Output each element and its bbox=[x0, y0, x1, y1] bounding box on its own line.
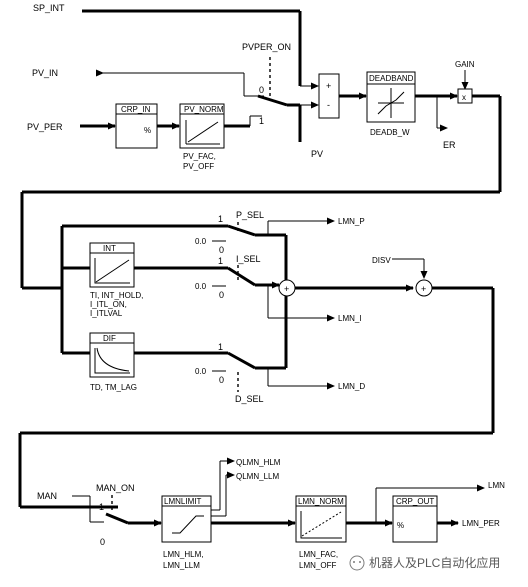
i-zero-point: 0.0 bbox=[195, 282, 207, 291]
disv-signal bbox=[392, 258, 428, 279]
pvper-switch-0-label: 0 bbox=[259, 85, 264, 95]
sp-int-signal bbox=[82, 9, 319, 90]
man-label: MAN bbox=[37, 491, 57, 501]
pv-fac-label: PV_FAC, bbox=[183, 152, 216, 161]
d-branch-wire bbox=[267, 368, 335, 390]
qlmn-hlm-label: QLMN_HLM bbox=[236, 458, 281, 467]
sum1-minus: - bbox=[327, 100, 330, 110]
crp-in-percent: % bbox=[144, 126, 151, 135]
wechat-icon bbox=[349, 555, 365, 571]
i-switch-1: 1 bbox=[218, 256, 223, 266]
lmn-llm-label: LMN_LLM bbox=[163, 561, 200, 570]
i-branch-wire bbox=[267, 285, 335, 322]
gain-multiplier: x bbox=[457, 88, 473, 104]
p-path bbox=[62, 224, 256, 237]
i-switch-0: 0 bbox=[219, 290, 224, 300]
pv-norm-out-signal bbox=[224, 115, 262, 128]
p-switch-1: 1 bbox=[218, 214, 223, 224]
section1-to-section2-wire bbox=[20, 94, 502, 290]
pv-in-signal bbox=[96, 69, 264, 97]
p-zero-point: 0.0 bbox=[195, 237, 207, 246]
er-signal bbox=[436, 96, 448, 132]
crp-out-percent: % bbox=[397, 521, 404, 530]
gain-x: x bbox=[462, 93, 466, 102]
p-sel-label: P_SEL bbox=[236, 210, 264, 220]
pv-norm-ramp-icon bbox=[187, 121, 219, 143]
pv-off-label: PV_OFF bbox=[183, 162, 214, 171]
crp-out-title: CRP_OUT bbox=[396, 497, 434, 506]
pvper-switch-1-label: 1 bbox=[259, 116, 264, 126]
p-switch-0: 0 bbox=[219, 245, 224, 255]
limit-curve-icon bbox=[172, 515, 204, 534]
lmn-norm-block: LMN_NORM bbox=[295, 495, 347, 543]
watermark: 机器人及PLC自动化应用 bbox=[349, 555, 500, 571]
int-title: INT bbox=[103, 244, 116, 253]
sum3-plus: + bbox=[421, 284, 426, 294]
section2-to-section3-wire bbox=[18, 286, 495, 509]
summing-junction-2: + bbox=[278, 279, 296, 297]
lmn-p-label: LMN_P bbox=[338, 217, 365, 226]
disv-label: DISV bbox=[372, 256, 391, 265]
lmn-norm-title: LMN_NORM bbox=[298, 497, 344, 506]
lmn-off-label: LMN_OFF bbox=[299, 561, 336, 570]
summing-junction-1: + - bbox=[318, 73, 340, 119]
d-sel-label: D_SEL bbox=[235, 394, 264, 404]
man-signal bbox=[72, 495, 104, 523]
pv-norm-block: PV_NORM bbox=[179, 103, 225, 149]
crp-in-block: CRP_IN % bbox=[115, 103, 158, 149]
pv-label: PV bbox=[311, 149, 323, 159]
pvper-on-label: PVPER_ON bbox=[242, 42, 291, 52]
sp-int-label: SP_INT bbox=[33, 3, 65, 13]
lmn-per-label: LMN_PER bbox=[462, 519, 500, 528]
er-label: ER bbox=[443, 140, 456, 150]
lmnlimit-title: LMNLIMIT bbox=[164, 497, 201, 506]
sum1-plus: + bbox=[326, 81, 331, 91]
dif-out-wire bbox=[134, 296, 288, 370]
lmn-out-wire bbox=[346, 484, 485, 527]
deadband-curve-icon bbox=[377, 91, 405, 115]
p-out-wire bbox=[255, 217, 335, 280]
d-switch-1: 1 bbox=[218, 342, 223, 352]
dif-title: DIF bbox=[103, 334, 116, 343]
man-switch bbox=[96, 505, 162, 527]
crp-in-title: CRP_IN bbox=[121, 105, 151, 114]
dif-decay-icon bbox=[96, 347, 130, 372]
lmn-hlm-label: LMN_HLM, bbox=[163, 550, 203, 559]
lmn-d-label: LMN_D bbox=[338, 382, 365, 391]
lmn-fac-label: LMN_FAC, bbox=[299, 550, 338, 559]
gain-label: GAIN bbox=[455, 60, 475, 69]
int-block: INT bbox=[89, 242, 135, 288]
qlmn-wires bbox=[211, 457, 235, 517]
int-params-3: I_ITLVAL bbox=[90, 309, 123, 318]
qlmn-llm-label: QLMN_LLM bbox=[236, 472, 279, 481]
man-switch-0: 0 bbox=[100, 537, 105, 547]
i-sel-label: I_SEL bbox=[236, 254, 261, 264]
deadb-w-label: DEADB_W bbox=[370, 128, 410, 137]
lmn-i-label: LMN_I bbox=[338, 314, 362, 323]
deadband-title: DEADBAND bbox=[369, 74, 414, 83]
d-zero-point: 0.0 bbox=[195, 367, 207, 376]
lmn-label: LMN bbox=[488, 481, 505, 490]
int-params-2: I_ITL_ON, bbox=[90, 300, 127, 309]
crp-out-block: CRP_OUT % bbox=[392, 495, 438, 543]
dif-block: DIF bbox=[89, 332, 135, 378]
sum2-plus: + bbox=[284, 284, 289, 294]
watermark-text: 机器人及PLC自动化应用 bbox=[369, 555, 500, 570]
summing-junction-3: + bbox=[415, 279, 433, 297]
pv-norm-title: PV_NORM bbox=[184, 105, 224, 114]
int-ramp-icon bbox=[95, 259, 130, 283]
pv-in-label: PV_IN bbox=[32, 68, 58, 78]
int-out-wire bbox=[134, 266, 280, 289]
dif-params: TD, TM_LAG bbox=[90, 383, 137, 392]
man-on-label: MAN_ON bbox=[96, 483, 135, 493]
lmnlimit-block: LMNLIMIT bbox=[161, 495, 212, 543]
pv-per-label: PV_PER bbox=[27, 122, 63, 132]
pvper-switch bbox=[257, 94, 319, 128]
int-params-1: TI, INT_HOLD, bbox=[90, 291, 143, 300]
d-switch-0: 0 bbox=[219, 375, 224, 385]
deadband-block: DEADBAND bbox=[366, 71, 416, 123]
